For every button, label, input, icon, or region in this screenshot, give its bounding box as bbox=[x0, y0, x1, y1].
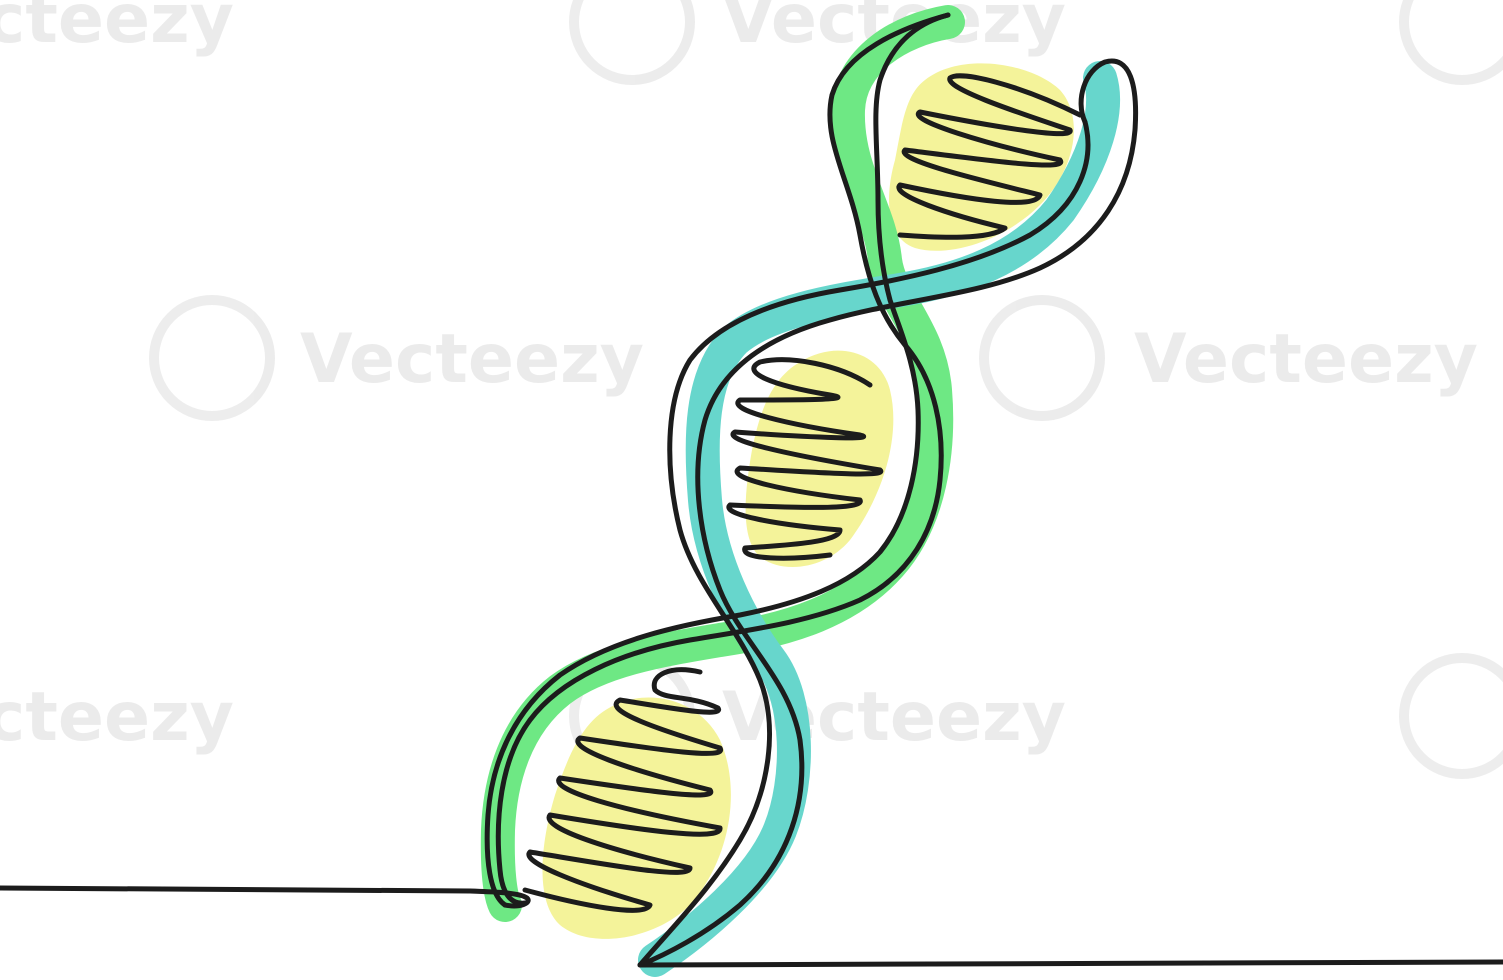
middle-base-pair-strokes bbox=[726, 357, 884, 561]
watermark-text: Vecteezy bbox=[0, 0, 234, 59]
watermark-text: Vecteezy bbox=[0, 678, 234, 757]
teal-strand-inner-outline bbox=[637, 119, 1091, 968]
watermark-text: Vecteezy bbox=[300, 320, 644, 399]
helix-outline bbox=[0, 12, 1503, 968]
lower-base-pair-strokes bbox=[522, 667, 724, 913]
upper-base-pair-strokes bbox=[896, 73, 1083, 240]
green-strand-inner-outline bbox=[495, 12, 951, 906]
vecteezy-v-logo-icon bbox=[979, 295, 1105, 421]
ground-line-left bbox=[0, 885, 531, 909]
ground-line-right bbox=[637, 959, 1503, 968]
vecteezy-v-logo-icon bbox=[1399, 653, 1503, 779]
green-strand-outline bbox=[484, 12, 951, 908]
lower-base-pair-blob bbox=[542, 697, 731, 939]
teal-strand-outline bbox=[637, 58, 1139, 968]
vecteezy-v-logo-icon bbox=[149, 295, 275, 421]
vecteezy-v-logo-icon bbox=[1399, 0, 1503, 85]
watermark-text: Vecteezy bbox=[1134, 320, 1478, 399]
vecteezy-v-logo-icon bbox=[569, 0, 695, 85]
